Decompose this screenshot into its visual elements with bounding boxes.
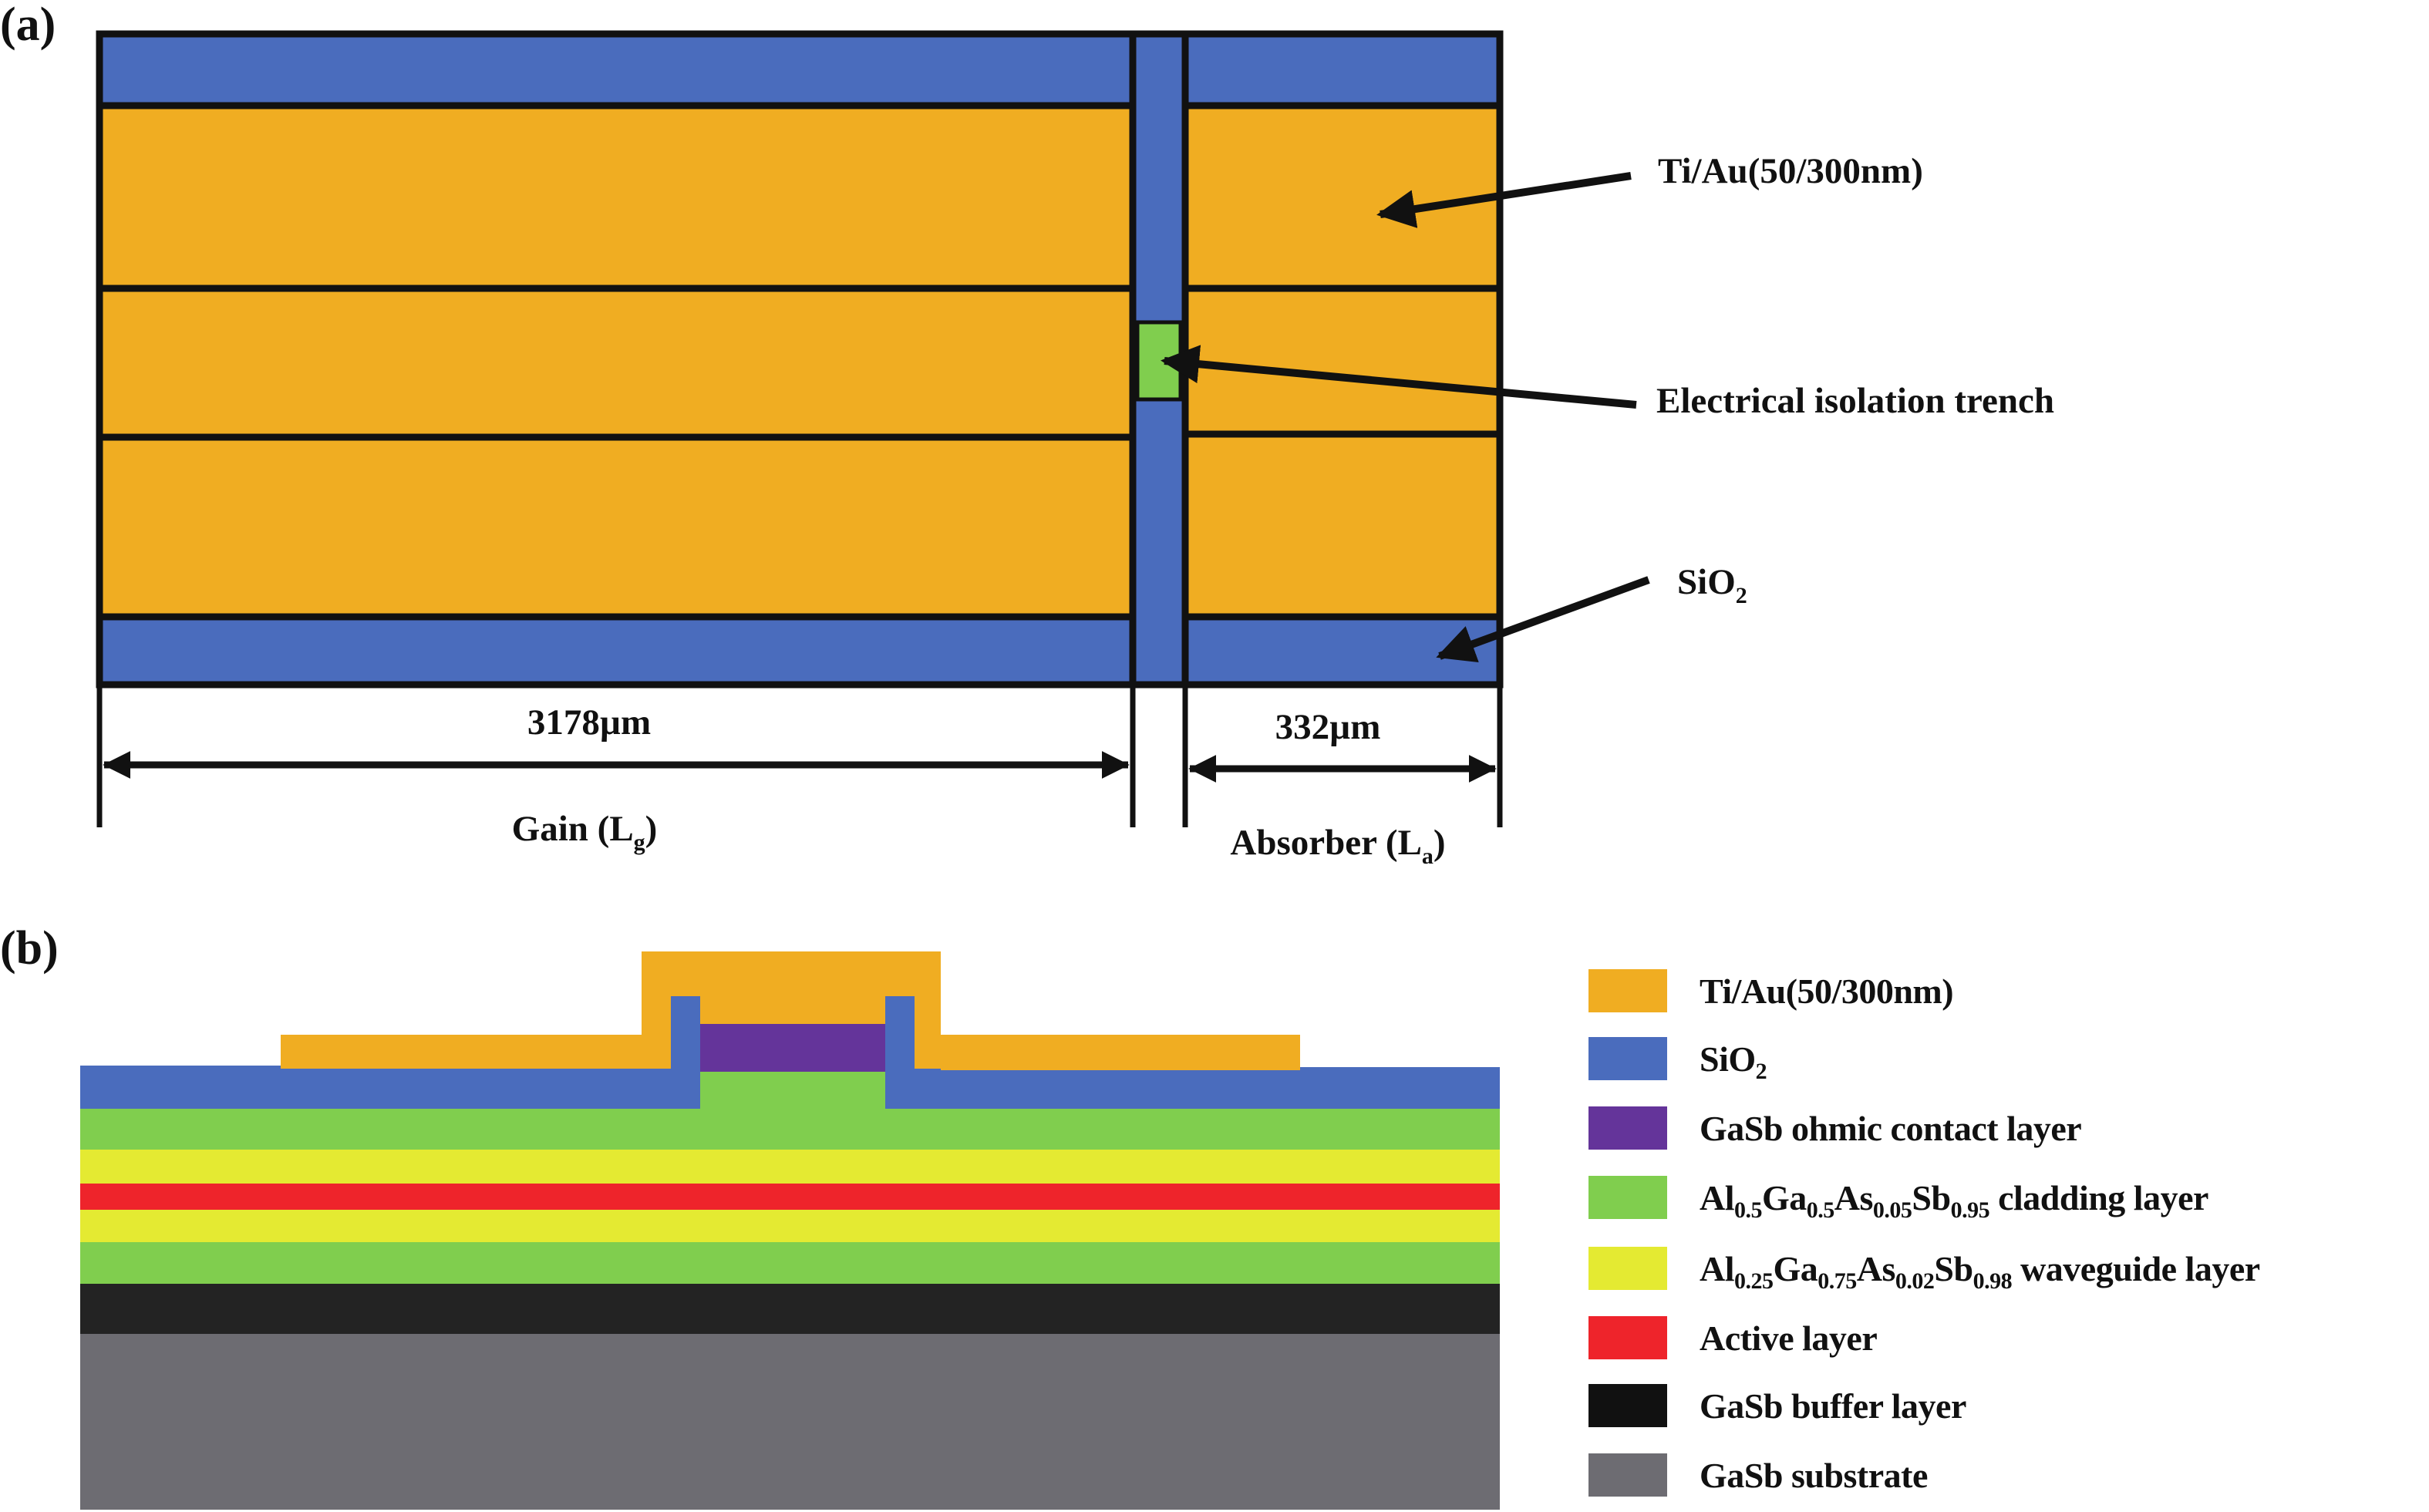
lower-cladding-layer: [80, 1242, 1500, 1284]
active-layer: [80, 1184, 1500, 1210]
cross-section: [80, 951, 1500, 1510]
legend-label: GaSb buffer layer: [1700, 1386, 1966, 1426]
upper-cladding-layer: [80, 1109, 1500, 1150]
gain-contact-3: [99, 437, 1133, 617]
oxide-annotation-base: SiO: [1677, 562, 1736, 602]
absorber-contact-1: [1185, 106, 1500, 288]
gain-top-oxide: [99, 34, 1133, 106]
ridge-cladding: [700, 1072, 885, 1109]
legend-item: Al0.5Ga0.5As0.05Sb0.95 cladding layer: [1588, 1174, 2208, 1221]
absorber-contact-2: [1185, 288, 1500, 434]
legend-swatch: [1588, 1453, 1667, 1497]
oxide-wall-right: [885, 996, 915, 1073]
absorber-top-oxide: [1185, 34, 1500, 106]
legend-swatch: [1588, 1316, 1667, 1359]
lower-waveguide-layer: [80, 1210, 1500, 1242]
ohmic-contact-layer: [700, 1024, 885, 1072]
panel-b-label: (b): [0, 922, 59, 975]
gain-contact-2: [99, 288, 1133, 437]
legend-swatch: [1588, 969, 1667, 1012]
metal-pointer-arrow: [1376, 172, 1632, 228]
legend-swatch: [1588, 1176, 1667, 1219]
legend-label: Ti/Au(50/300nm): [1700, 971, 1954, 1011]
absorber-contact-3: [1185, 434, 1500, 617]
absorber-length-value: 332µm: [1275, 707, 1381, 747]
trench-pointer-arrow: [1161, 345, 1637, 409]
legend-item: Al0.25Ga0.75As0.02Sb0.98 waveguide layer: [1588, 1245, 2260, 1294]
gain-length-value: 3178µm: [527, 702, 651, 743]
gain-label-subscript: g: [634, 830, 645, 855]
legend-swatch: [1588, 1384, 1667, 1427]
trench-annotation: Electrical isolation trench: [1656, 381, 2054, 421]
gain-bottom-oxide: [99, 617, 1133, 685]
legend-label: GaSb ohmic contact layer: [1700, 1108, 2082, 1148]
oxide-annotation: SiO2: [1677, 562, 1747, 608]
layout-outlines: [96, 30, 1504, 689]
absorber-section-label: Absorber (La): [1230, 823, 1445, 869]
metal-inner: [700, 996, 885, 1024]
buffer-layer: [80, 1284, 1500, 1334]
metal-top: [642, 951, 941, 996]
legend-label: GaSb substrate: [1700, 1455, 1928, 1495]
gain-label-close: ): [645, 809, 658, 849]
oxide-right: [885, 1067, 1500, 1109]
legend-swatch: [1588, 1037, 1667, 1080]
legend-item: SiO2: [1588, 1036, 1767, 1084]
gain-section-label: Gain (Lg): [512, 809, 658, 855]
gain-label-base: Gain (L: [512, 809, 634, 849]
legend-label: Active layer: [1700, 1318, 1878, 1358]
legend-label: Al0.25Ga0.75As0.02Sb0.98 waveguide layer: [1700, 1248, 2260, 1294]
absorber-label-subscript: a: [1422, 844, 1433, 869]
absorber-label-close: ): [1433, 823, 1446, 863]
legend-item: Active layer: [1588, 1315, 1878, 1361]
absorber-label-base: Absorber (L: [1230, 823, 1422, 863]
upper-waveguide-layer: [80, 1150, 1500, 1184]
top-view-layout: [96, 30, 1504, 689]
metal-wing-left: [281, 1035, 642, 1069]
dimension-ticks: [96, 685, 1503, 827]
oxide-left: [80, 1066, 700, 1109]
legend-swatch: [1588, 1247, 1667, 1290]
oxide-pointer-arrow: [1436, 576, 1650, 663]
metal-wing-right: [941, 1035, 1300, 1070]
legend-label: Al0.5Ga0.5As0.05Sb0.95 cladding layer: [1700, 1177, 2208, 1223]
legend-item: GaSb ohmic contact layer: [1588, 1105, 2082, 1151]
oxide-annotation-subscript: 2: [1736, 583, 1747, 608]
metal-annotation: Ti/Au(50/300nm): [1658, 151, 1923, 191]
legend-swatch: [1588, 1106, 1667, 1150]
oxide-wall-left: [671, 996, 700, 1073]
legend-item: Ti/Au(50/300nm): [1588, 968, 1954, 1014]
gain-contact-1: [99, 106, 1133, 288]
panel-a-label: (a): [0, 0, 56, 51]
metal-side-right: [915, 996, 941, 1069]
legend-item: GaSb buffer layer: [1588, 1382, 1966, 1429]
legend-label: SiO2: [1700, 1039, 1767, 1084]
metal-side-left: [642, 996, 671, 1069]
legend-item: GaSb substrate: [1588, 1452, 1928, 1498]
substrate-layer: [80, 1334, 1500, 1510]
